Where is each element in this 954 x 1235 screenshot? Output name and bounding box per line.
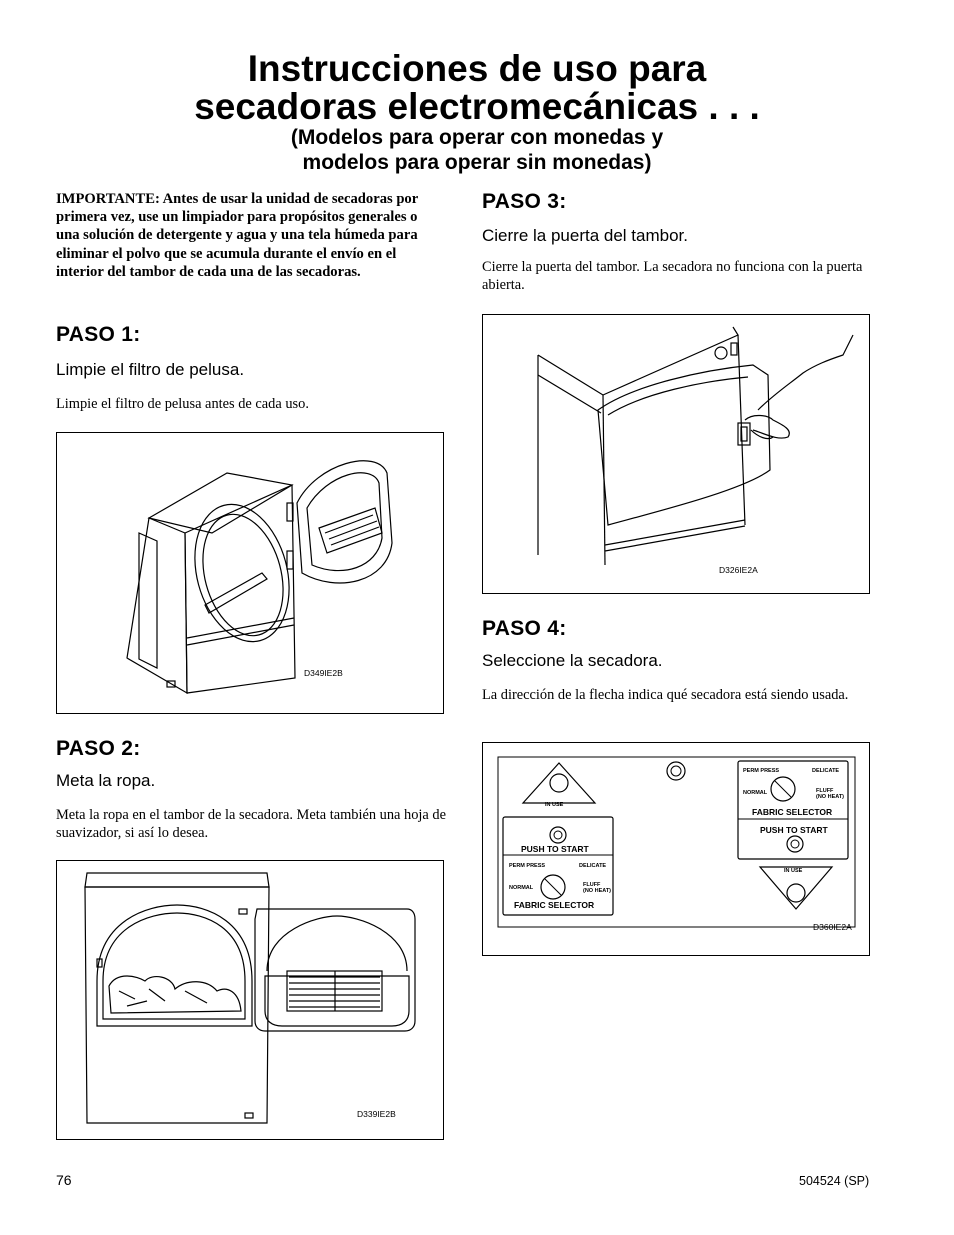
left-fabric-selector-label: FABRIC SELECTOR: [514, 900, 595, 910]
step-1-figure-code: D349IE2B: [304, 668, 343, 678]
left-delicate-label: DELICATE: [579, 863, 607, 869]
step-1-heading: PASO 1:: [56, 323, 141, 346]
step-3-figure-code: D326IE2A: [719, 565, 758, 575]
title-line-1: Instrucciones de uso para: [247, 48, 707, 89]
right-normal-label: NORMAL: [743, 790, 768, 796]
step-3-figure: D326IE2A: [482, 314, 870, 594]
right-delicate-label: DELICATE: [812, 768, 840, 774]
step-2-figure-code: D339IE2B: [357, 1109, 396, 1119]
step-4-figure: IN USE PUSH TO START PERM PRESS DELICATE…: [482, 742, 870, 956]
right-in-use-label: IN USE: [784, 868, 803, 874]
left-in-use-label: IN USE: [545, 802, 564, 808]
step-4-figure-code: D360IE2A: [813, 922, 852, 932]
step-3-heading: PASO 3:: [482, 190, 567, 213]
right-push-to-start-label: PUSH TO START: [760, 825, 828, 835]
step-3-subheading: Cierre la puerta del tambor.: [482, 226, 688, 245]
step-4-subheading: Seleccione la secadora.: [482, 651, 663, 670]
left-perm-press-label: PERM PRESS: [509, 863, 546, 869]
step-3-text: Cierre la puerta del tambor. La secadora…: [482, 259, 863, 294]
control-panel-illustration: [497, 756, 856, 928]
step-1-figure: D349IE2B: [56, 432, 444, 714]
dryer-load-clothes-illustration: D339IE2B: [84, 872, 416, 1124]
step-1-subheading: Limpie el filtro de pelusa.: [56, 360, 245, 379]
step-2-subheading: Meta la ropa.: [56, 771, 156, 790]
page-number: 76: [56, 1172, 72, 1188]
step-2-heading: PASO 2:: [56, 737, 141, 760]
dryer-open-filter-illustration: D349IE2B: [126, 460, 393, 695]
right-perm-press-label: PERM PRESS: [743, 768, 780, 774]
left-normal-label: NORMAL: [509, 885, 534, 891]
step-2-text: Meta la ropa en el tambor de la secadora…: [56, 807, 446, 842]
step-4-text: La dirección de la flecha indica qué sec…: [482, 687, 849, 703]
left-fluff-label: FLUFF (NO HEAT): [583, 882, 612, 894]
subtitle-line-2: modelos para operar sin monedas): [302, 151, 652, 174]
subtitle-line-1: (Modelos para operar con monedas y: [290, 126, 664, 149]
left-push-to-start-label: PUSH TO START: [521, 844, 589, 854]
title-line-2: secadoras electromecánicas . . .: [194, 86, 760, 127]
right-fabric-selector-label: FABRIC SELECTOR: [752, 807, 833, 817]
step-1-text: Limpie el filtro de pelusa antes de cada…: [56, 396, 309, 412]
dryer-close-door-illustration: D326IE2A: [537, 326, 854, 575]
step-4-heading: PASO 4:: [482, 617, 567, 640]
step-2-figure: D339IE2B: [56, 860, 444, 1140]
intro-paragraph: IMPORTANTE: Antes de usar la unidad de s…: [56, 191, 418, 280]
document-code: 504524 (SP): [799, 1174, 870, 1188]
right-fluff-label: FLUFF (NO HEAT): [816, 788, 845, 800]
